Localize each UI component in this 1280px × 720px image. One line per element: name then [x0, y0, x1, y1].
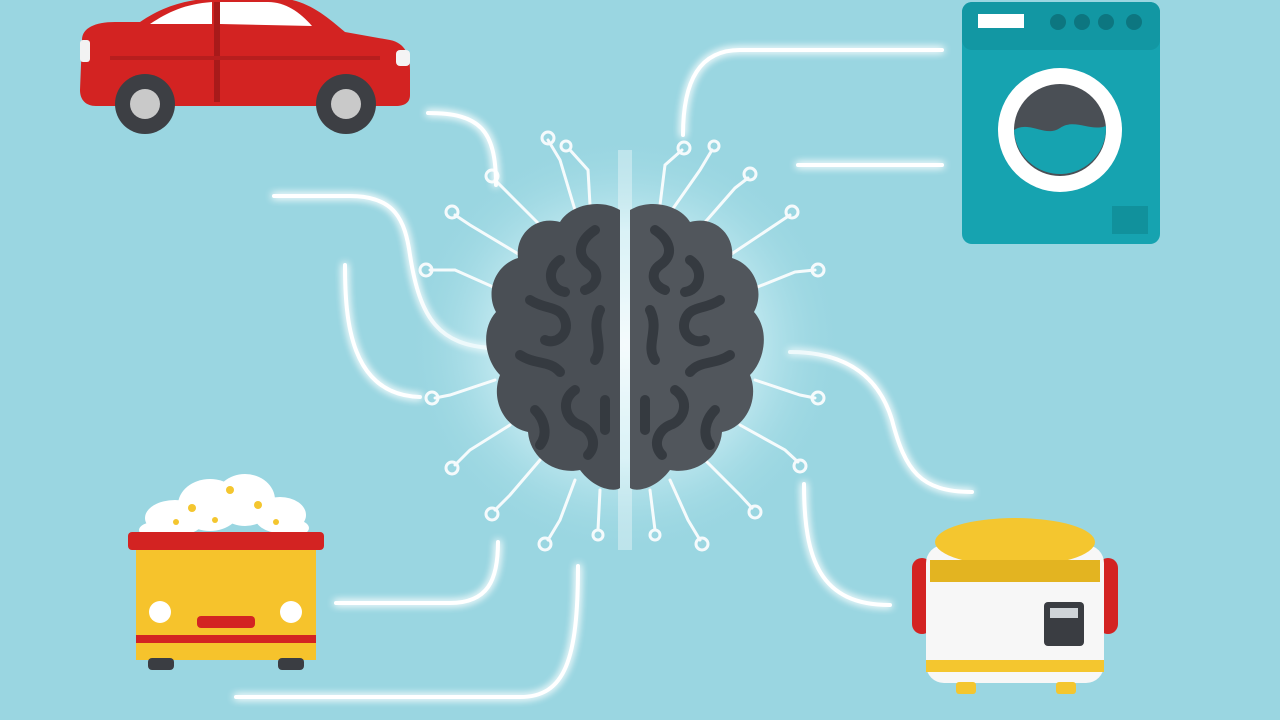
connection-line-washer-1	[681, 48, 944, 137]
washing-machine-icon	[962, 2, 1160, 244]
popcorn-foot-right	[278, 658, 304, 670]
cooker-foot-left	[956, 682, 976, 694]
popcorn-light-left	[149, 601, 171, 623]
car-headlight	[396, 50, 410, 66]
rice-cooker-icon	[912, 518, 1118, 694]
car-body	[80, 0, 410, 106]
connection-line-popcorn-2	[234, 564, 580, 699]
connection-line-cooker	[802, 482, 892, 607]
popcorn-slot	[197, 616, 255, 628]
connection-line-car	[426, 111, 498, 187]
popcorn-rim	[128, 532, 324, 550]
car-icon	[80, 0, 410, 134]
popcorn-foot-left	[148, 658, 174, 670]
car-door-line	[214, 2, 220, 102]
brain-light-beam	[618, 150, 632, 550]
brain-grooves	[515, 225, 735, 460]
washer-water	[1014, 124, 1107, 175]
brain-right-hemisphere	[630, 203, 764, 490]
popcorn-stripe	[136, 635, 316, 643]
popcorn-machine-icon	[128, 474, 324, 670]
washer-knob-1	[1050, 14, 1066, 30]
popcorn-light-right	[280, 601, 302, 623]
washer-drawer	[1112, 206, 1148, 234]
popcorn-pile	[139, 474, 309, 538]
washer-knob-4	[1126, 14, 1142, 30]
cooker-lid-band	[930, 560, 1100, 582]
cooker-foot-right	[1056, 682, 1076, 694]
car-window-rear	[150, 2, 212, 24]
popcorn-kernels	[173, 486, 279, 525]
car-side-stripe	[110, 56, 380, 60]
brain-left-hemisphere	[486, 203, 620, 490]
cooker-lid	[935, 518, 1095, 566]
connection-line-popcorn-1	[334, 540, 500, 605]
car-taillight	[80, 40, 90, 62]
connection-line-left-2	[343, 263, 422, 399]
cooker-trim	[926, 660, 1104, 672]
brain-icon	[486, 203, 764, 490]
washer-display	[978, 14, 1024, 28]
car-window-front	[220, 2, 312, 26]
washer-knob-3	[1098, 14, 1114, 30]
brain-halo	[405, 135, 845, 555]
neuron-tendrils	[418, 130, 826, 552]
cooker-control-display	[1050, 608, 1078, 618]
washer-knob-2	[1074, 14, 1090, 30]
